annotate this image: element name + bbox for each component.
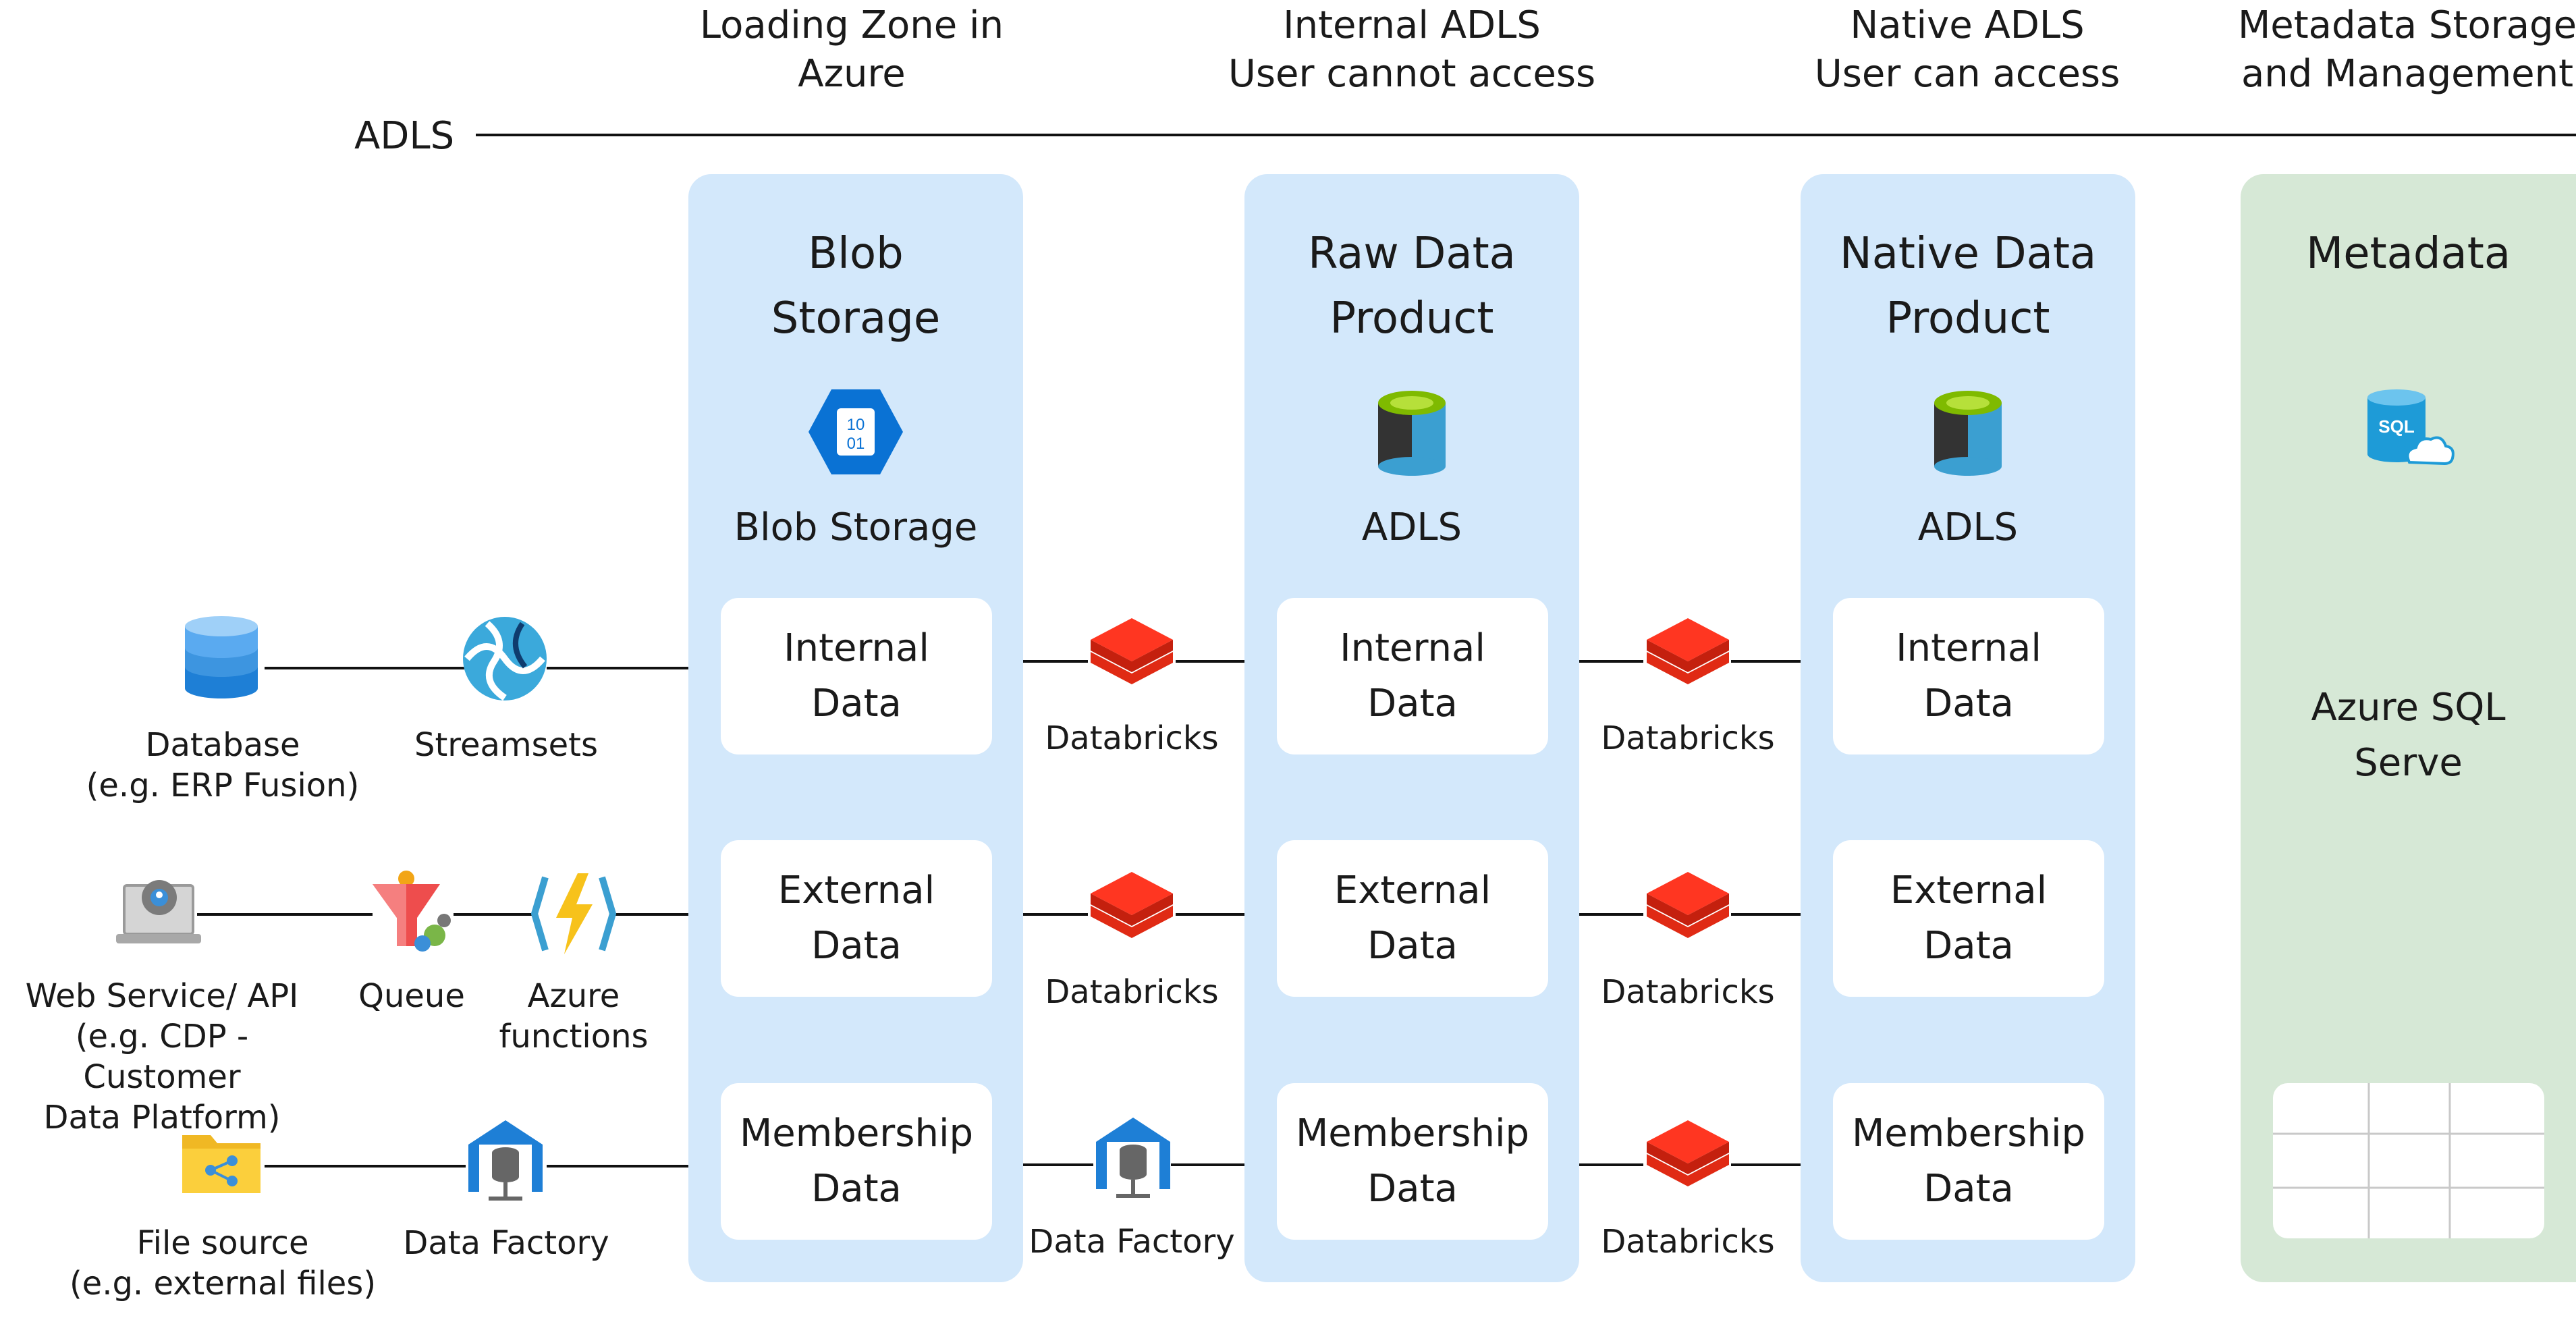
panel-title: Metadata: [2305, 229, 2511, 279]
databricks-icon: [1647, 618, 1729, 684]
databricks-icon: [1647, 872, 1729, 938]
svg-text:SQL: SQL: [2378, 416, 2415, 437]
streamsets-icon: [463, 617, 547, 701]
panel-subtitle: Azure SQL Serve: [2311, 686, 2506, 785]
blob-storage-icon: 10 01: [809, 389, 903, 474]
databricks-label: Databricks: [1045, 719, 1219, 757]
data-factory-label: Data Factory: [403, 1224, 609, 1262]
card-blob-membership-data: Membership Data: [721, 1083, 992, 1240]
card-native-membership-data: Membership Data: [1833, 1083, 2104, 1240]
databricks-label: Databricks: [1601, 973, 1775, 1011]
databricks-icon: [1647, 1120, 1729, 1186]
zone-header-loading: Loading Zone in Azure: [699, 3, 1004, 96]
file-source-label: File source (e.g. external files): [69, 1224, 377, 1302]
database-icon: [185, 616, 258, 698]
zone-header-native: Native ADLS User can access: [1814, 3, 2120, 96]
queue-label: Queue: [358, 977, 465, 1015]
data-factory-icon: [1096, 1118, 1170, 1198]
databricks-icon: [1091, 618, 1173, 684]
card-native-external-data: External Data: [1833, 840, 2104, 997]
zone-header-internal: Internal ADLS User cannot access: [1228, 3, 1596, 96]
card-blob-internal-data: Internal Data: [721, 598, 992, 754]
card-raw-internal-data: Internal Data: [1277, 598, 1548, 754]
streamsets-label: Streamsets: [414, 726, 599, 764]
card-raw-membership-data: Membership Data: [1277, 1083, 1548, 1240]
data-factory-label: Data Factory: [1029, 1223, 1235, 1261]
table-grid-icon: [2273, 1083, 2544, 1238]
web-service-laptop-icon: [116, 880, 201, 943]
metadata-table: [2273, 1083, 2544, 1238]
card-raw-external-data: External Data: [1277, 840, 1548, 997]
panel-subtitle: ADLS: [1361, 505, 1462, 549]
databricks-label: Databricks: [1601, 1223, 1775, 1261]
card-native-internal-data: Internal Data: [1833, 598, 2104, 754]
svg-text:10: 10: [847, 416, 865, 434]
azure-functions-label: Azure functions: [499, 977, 649, 1055]
azure-sql-icon: SQL: [2367, 389, 2455, 466]
card-blob-external-data: External Data: [721, 840, 992, 997]
adls-label: ADLS: [354, 114, 455, 158]
file-source-folder-icon: [182, 1135, 261, 1193]
queue-funnel-icon: [373, 871, 451, 952]
databricks-icon: [1091, 872, 1173, 938]
web-service-label: Web Service/ API (e.g. CDP - Customer Da…: [25, 977, 299, 1136]
data-factory-icon: [468, 1120, 543, 1201]
svg-text:01: 01: [847, 435, 865, 453]
adls-raw-icon: [1378, 391, 1446, 476]
panel-title: Raw Data Product: [1308, 229, 1516, 344]
azure-functions-icon: [530, 873, 617, 954]
databricks-label: Databricks: [1601, 719, 1775, 757]
adls-native-icon: [1934, 391, 2002, 476]
panel-subtitle: Blob Storage: [734, 505, 978, 549]
panel-title: Blob Storage: [771, 229, 941, 344]
database-label: Database (e.g. ERP Fusion): [86, 726, 360, 804]
databricks-label: Databricks: [1045, 973, 1219, 1011]
zone-header-metadata: Metadata Storage and Management: [2237, 3, 2576, 96]
panel-title: Native Data Product: [1839, 229, 2097, 344]
panel-subtitle: ADLS: [1917, 505, 2019, 549]
